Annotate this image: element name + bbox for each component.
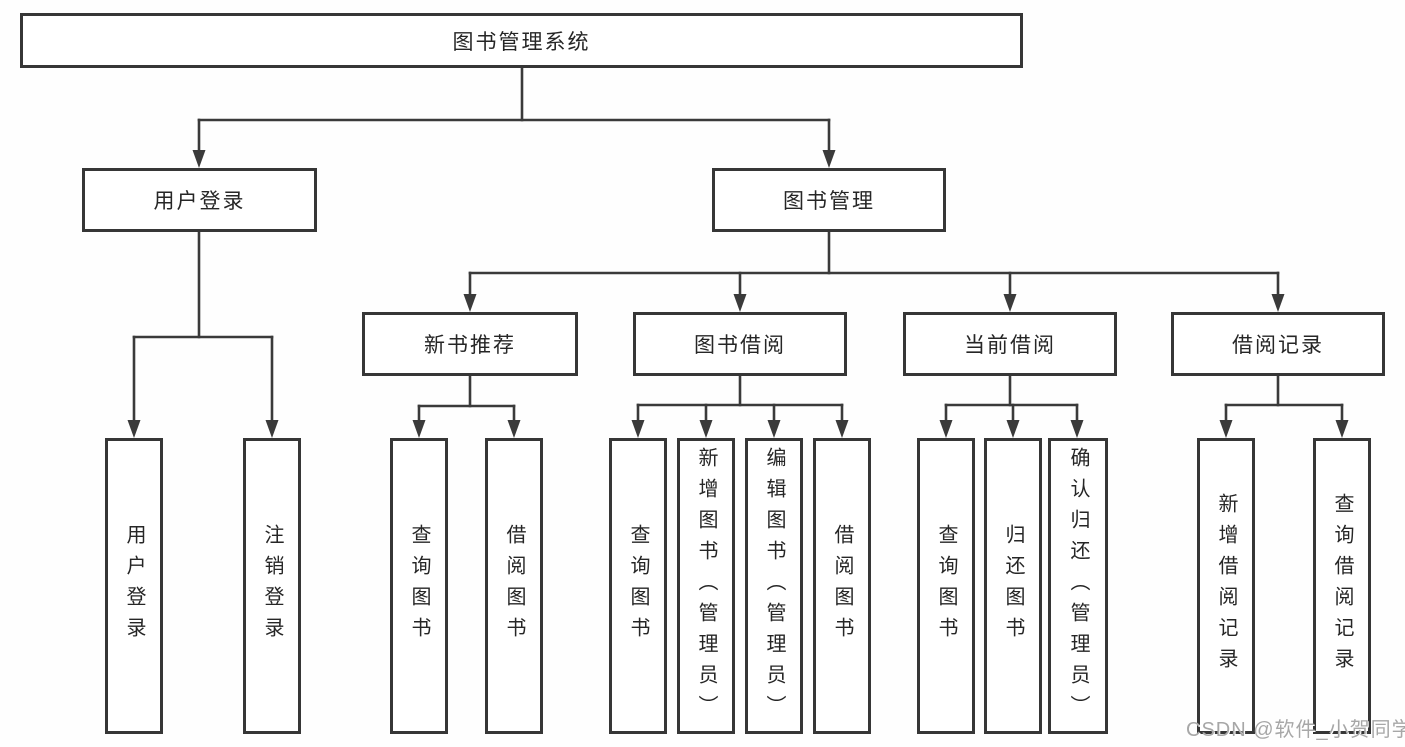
leaf-label: 用户登录 <box>123 524 145 648</box>
node-book-management: 图书管理 <box>712 168 946 232</box>
leaf-label: 查询图书 <box>627 524 649 648</box>
leaf-add-borrow-record: 新增借阅记录 <box>1197 438 1255 734</box>
leaf-label: 确认归还（管理员） <box>1067 446 1089 726</box>
node-label: 用户登录 <box>153 190 246 213</box>
csdn-watermark: CSDN @软件_小贺同学 <box>1186 719 1405 741</box>
leaf-logout: 注销登录 <box>243 438 301 734</box>
leaf-user-login: 用户登录 <box>105 438 163 734</box>
node-current-borrow: 当前借阅 <box>903 312 1117 376</box>
leaf-label: 查询借阅记录 <box>1331 493 1353 679</box>
leaf-label: 查询图书 <box>408 524 430 648</box>
leaf-label: 新增借阅记录 <box>1215 493 1237 679</box>
node-user-login: 用户登录 <box>82 168 317 232</box>
leaf-label: 归还图书 <box>1002 524 1024 648</box>
leaf-query-book-recommend: 查询图书 <box>390 438 448 734</box>
node-new-book-recommend: 新书推荐 <box>362 312 578 376</box>
node-label: 图书借阅 <box>694 334 786 357</box>
leaf-label: 新增图书（管理员） <box>695 446 717 726</box>
leaf-label: 编辑图书（管理员） <box>763 446 785 726</box>
node-label: 借阅记录 <box>1232 334 1324 357</box>
leaf-label: 借阅图书 <box>831 524 853 648</box>
leaf-query-book-borrow: 查询图书 <box>609 438 667 734</box>
node-label: 新书推荐 <box>424 334 516 357</box>
leaf-query-borrow-record: 查询借阅记录 <box>1313 438 1371 734</box>
leaf-label: 注销登录 <box>261 524 283 648</box>
node-library-system: 图书管理系统 <box>20 13 1023 68</box>
node-label: 图书管理 <box>783 190 875 213</box>
arrowheads <box>127 150 1349 438</box>
leaf-query-book-current: 查询图书 <box>917 438 975 734</box>
leaf-edit-book-admin: 编辑图书（管理员） <box>745 438 803 734</box>
tree-branch-lines <box>132 66 1344 424</box>
leaf-borrow-book: 借阅图书 <box>813 438 871 734</box>
node-borrow-records: 借阅记录 <box>1171 312 1385 376</box>
leaf-label: 查询图书 <box>935 524 957 648</box>
leaf-return-book: 归还图书 <box>984 438 1042 734</box>
leaf-label: 借阅图书 <box>503 524 525 648</box>
node-book-borrow: 图书借阅 <box>633 312 847 376</box>
leaf-borrow-book-recommend: 借阅图书 <box>485 438 543 734</box>
leaf-confirm-return-admin: 确认归还（管理员） <box>1048 438 1108 734</box>
leaf-add-book-admin: 新增图书（管理员） <box>677 438 735 734</box>
node-label: 图书管理系统 <box>452 30 591 54</box>
node-label: 当前借阅 <box>964 334 1056 357</box>
